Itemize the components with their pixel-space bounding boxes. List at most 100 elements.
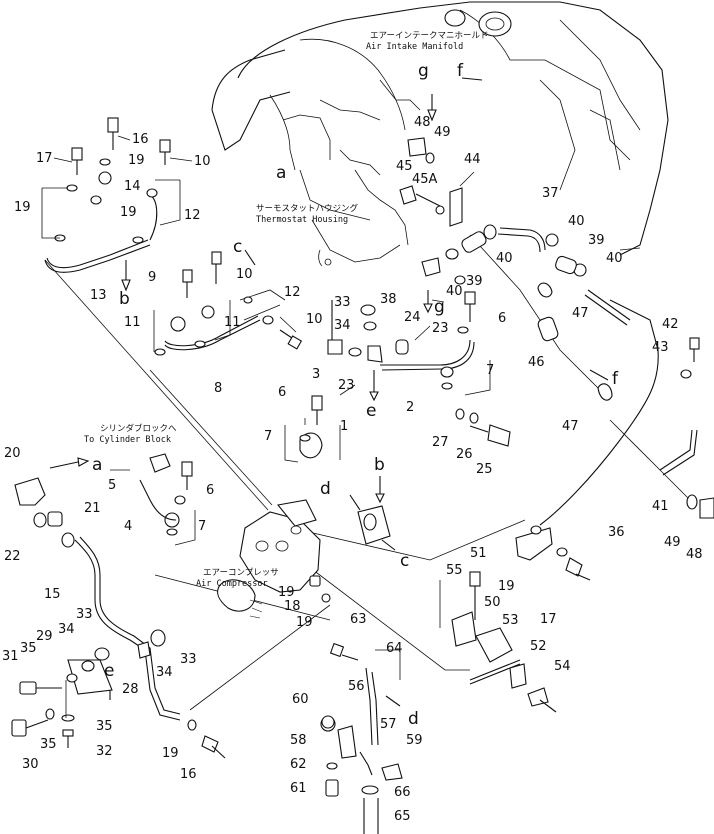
callout-12-mid: 12: [284, 285, 301, 300]
callout-53: 53: [502, 613, 519, 628]
callout-59: 59: [406, 733, 423, 748]
callout-21: 21: [84, 501, 101, 516]
callout-49-top: 49: [434, 125, 451, 140]
pipe-lines: [44, 194, 698, 721]
callout-44: 44: [464, 152, 481, 167]
letter-b-left: b: [119, 289, 130, 309]
letter-f-right: f: [612, 369, 619, 389]
letter-c-top: c: [233, 237, 242, 257]
callout-17-right: 17: [540, 612, 557, 627]
callout-41: 41: [652, 499, 669, 514]
caption-cylinder-block: シリンダブロックへ To Cylinder Block: [84, 423, 177, 445]
callout-65: 65: [394, 809, 411, 824]
connection-letters: a a b b c c d d e e f f g g: [92, 61, 619, 729]
callout-19-c: 19: [120, 205, 137, 220]
callout-1: 1: [340, 419, 348, 434]
callout-23-right: 23: [432, 321, 449, 336]
callout-38: 38: [380, 292, 397, 307]
callout-13: 13: [90, 288, 107, 303]
caption-air-compressor-jp: エアーコンプレッサ: [203, 568, 279, 578]
letter-d-bottom: d: [408, 709, 419, 729]
letter-g-top: g: [418, 61, 429, 81]
callout-25: 25: [476, 462, 493, 477]
callout-32: 32: [96, 744, 113, 759]
callout-19-b: 19: [14, 200, 31, 215]
callout-51: 51: [470, 546, 487, 561]
callout-54: 54: [554, 659, 571, 674]
callout-8: 8: [214, 381, 222, 396]
callout-45: 45: [396, 159, 413, 174]
callout-40-a: 40: [568, 214, 585, 229]
callout-11-left: 11: [124, 315, 141, 330]
callout-17-top: 17: [36, 151, 53, 166]
flow-arrows: [49, 77, 609, 707]
callout-7-left: 7: [198, 519, 206, 534]
callout-6-low: 6: [278, 385, 286, 400]
callout-9: 9: [148, 270, 156, 285]
caption-cylinder-block-jp: シリンダブロックへ: [100, 423, 177, 434]
callout-36: 36: [608, 525, 625, 540]
caption-air-compressor: エアーコンプレッサ Air Compressor: [196, 568, 279, 589]
callout-35-a: 35: [20, 641, 37, 656]
callout-37: 37: [542, 186, 559, 201]
letter-c-mid: c: [400, 551, 409, 571]
callout-34-mid: 34: [334, 318, 351, 333]
callout-47-top: 47: [572, 306, 589, 321]
callout-48-top: 48: [414, 115, 431, 130]
callout-48-right: 48: [686, 547, 703, 562]
letter-b-mid: b: [374, 455, 385, 475]
letter-a-left: a: [92, 455, 102, 475]
callout-26: 26: [456, 447, 473, 462]
callout-47-mid: 47: [562, 419, 579, 434]
callout-30: 30: [22, 757, 39, 772]
callout-50: 50: [484, 595, 501, 610]
callout-28: 28: [122, 682, 139, 697]
letter-e-bottom: e: [104, 661, 114, 681]
callout-24: 24: [404, 310, 421, 325]
callout-33-left: 33: [76, 607, 93, 622]
part-glyphs: [11, 117, 714, 834]
callout-5: 5: [108, 478, 116, 493]
callout-39-mid: 39: [466, 274, 483, 289]
callout-2: 2: [406, 400, 414, 415]
part-callouts: 16 17 19 10 14 19 19 12 13 9 10 12 11 11…: [2, 115, 703, 824]
leader-lines: [53, 135, 475, 471]
callout-7-low: 7: [264, 429, 272, 444]
callout-63: 63: [350, 612, 367, 627]
caption-cylinder-block-en: To Cylinder Block: [84, 435, 171, 445]
callout-57: 57: [380, 717, 397, 732]
caption-air-intake-en: Air Intake Manifold: [366, 42, 463, 52]
callout-29: 29: [36, 629, 53, 644]
callout-22: 22: [4, 549, 21, 564]
callout-40-mid: 40: [446, 284, 463, 299]
callout-58: 58: [290, 733, 307, 748]
callout-52: 52: [530, 639, 547, 654]
callout-19-comp-a: 19: [278, 585, 295, 600]
caption-thermostat-en: Thermostat Housing: [256, 215, 348, 225]
callout-7-mid: 7: [486, 363, 494, 378]
callout-60: 60: [292, 692, 309, 707]
callout-19-comp-b: 19: [296, 615, 313, 630]
callout-66: 66: [394, 785, 411, 800]
callout-43: 43: [652, 340, 669, 355]
callout-27: 27: [432, 435, 449, 450]
callout-19-right: 19: [498, 579, 515, 594]
callout-4: 4: [124, 519, 132, 534]
callout-6-left: 6: [206, 483, 214, 498]
caption-air-compressor-en: Air Compressor: [196, 579, 268, 589]
callout-56: 56: [348, 679, 365, 694]
callout-19-bottom: 19: [162, 746, 179, 761]
callout-46: 46: [528, 355, 545, 370]
callout-3: 3: [312, 367, 320, 382]
callout-12-top: 12: [184, 208, 201, 223]
letter-d-mid: d: [320, 479, 331, 499]
callout-31: 31: [2, 649, 19, 664]
callout-35-c: 35: [40, 737, 57, 752]
callout-23-left: 23: [338, 378, 355, 393]
callout-55: 55: [446, 563, 463, 578]
callout-19-a: 19: [128, 153, 145, 168]
callout-14: 14: [124, 179, 141, 194]
callout-45a: 45A: [412, 172, 438, 187]
callout-6-mid: 6: [498, 311, 506, 326]
callout-33-right: 33: [180, 652, 197, 667]
